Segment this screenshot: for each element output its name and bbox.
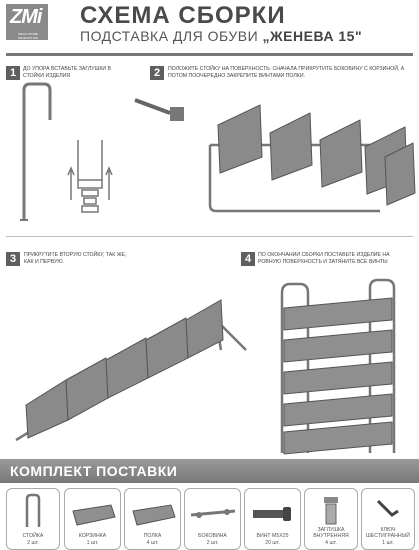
step-1-text: ДО УПОРА ВСТАВЬТЕ ЗАГЛУШКИ В СТОЙКИ ИЗДЕ… [23,66,112,79]
step-1-illustration [20,82,113,221]
header-divider [6,53,413,56]
step-3-number: 3 [6,252,20,266]
kit-item-name: КЛЮЧ ШЕСТИГРАННЫЙ [366,527,410,539]
side-panel-icon [190,509,236,518]
kit-item-shelf: ПОЛКА 4 шт. [124,488,181,550]
product-model: „ЖЕНЕВА 15" [262,28,363,44]
step-2-number: 2 [150,66,164,80]
kit-item-qty: 4 шт. [146,540,159,546]
kit-item-qty: 20 шт. [265,540,280,546]
kit-header-bar [0,459,419,483]
kit-item-end-cap: ЗАГЛУШКА ВНУТРЕННЯЯ 4 шт. [304,488,358,550]
kit-item-name: ПОЛКА [143,533,162,539]
row-divider [6,236,413,237]
step-2-text: ПОЛОЖИТЕ СТОЙКУ НА ПОВЕРХНОСТЬ. СНАЧАЛА … [168,66,405,79]
logo-subtext: MEGA STORE PRODUCTION [17,32,39,40]
post-icon [25,493,41,527]
end-cap-icon [324,497,338,525]
kit-item-screw: ВИНТ М5х25 20 шт. [244,488,301,550]
step-4-number: 4 [241,252,255,266]
basket-icon [72,504,116,526]
kit-item-post: СТОЙКА 2 шт. [6,488,60,550]
step-2-illustration [134,98,416,213]
page-title: СХЕМА СБОРКИ [80,2,286,29]
product-type: ПОДСТАВКА ДЛЯ ОБУВИ [80,28,259,44]
step-4-illustration [280,278,396,455]
kit-item-qty: 2 шт. [206,540,219,546]
brand-logo: ZMi MEGA STORE PRODUCTION [6,4,48,40]
kit-item-name: ВИНТ М5х25 [256,533,289,539]
kit-item-qty: 1 шт. [382,540,394,546]
kit-item-qty: 2 шт. [27,540,39,546]
kit-item-name: ЗАГЛУШКА ВНУТРЕННЯЯ [313,527,349,539]
page-subtitle: ПОДСТАВКА ДЛЯ ОБУВИ „ЖЕНЕВА 15" [80,28,362,44]
screw-icon [253,507,291,521]
kit-title: КОМПЛЕКТ ПОСТАВКИ [10,463,178,479]
kit-item-qty: 1 шт. [86,540,99,546]
step-1-number: 1 [6,66,20,80]
kit-item-name: СТОЙКА [22,533,44,539]
kit-item-name: КОРЗИНКА [78,533,107,539]
kit-item-hex-key: КЛЮЧ ШЕСТИГРАННЫЙ 1 шт. [361,488,415,550]
step-3-text: ПРИКРУТИТЕ ВТОРУЮ СТОЙКУ, ТАК ЖЕ, КАК И … [24,252,127,265]
kit-item-qty: 4 шт. [325,540,337,546]
shelf-icon [132,504,176,526]
step-4-text: ПО ОКОНЧАНИИ СБОРКИ ПОСТАВЬТЕ ИЗДЕЛИЕ НА… [258,252,390,265]
end-cap-detail [67,140,113,213]
step-3-illustration [15,299,247,442]
kit-item-side-panel: БОКОВИНА 2 шт. [184,488,241,550]
kit-item-basket: КОРЗИНКА 1 шт. [64,488,121,550]
logo-text: ZMi [10,6,42,28]
kit-item-name: БОКОВИНА [198,533,227,539]
hex-key-icon [376,499,399,517]
